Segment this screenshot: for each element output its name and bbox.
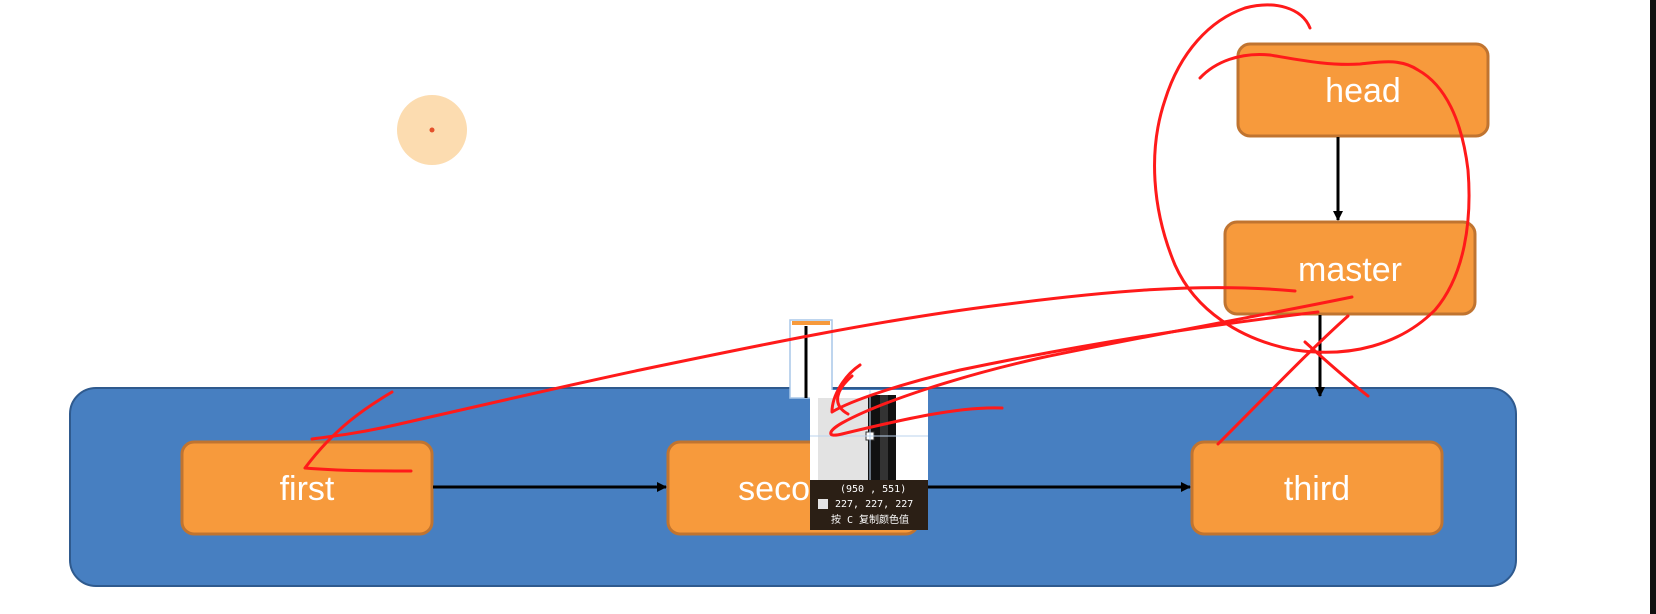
color-picker-tooltip (810, 480, 928, 530)
annotation-stroke-short (836, 374, 854, 416)
annotation-loop-inner (830, 310, 1320, 414)
first-label: first (280, 470, 335, 508)
annotation-circle-head-master (1153, 3, 1471, 354)
annotation-line-master-to-first (310, 286, 1297, 441)
annotation-arrow-to-third (1216, 314, 1350, 446)
head-label: head (1325, 72, 1401, 110)
annotation-arrowhead-first (303, 390, 413, 473)
color-swatch (818, 499, 828, 509)
annotation-strokes (303, 3, 1471, 473)
annotation-cross-mark (1303, 340, 1370, 398)
cursor-highlight (397, 95, 467, 165)
master-node: master (1223, 220, 1477, 316)
master-label: master (1298, 251, 1402, 289)
first-node: first (180, 440, 434, 536)
color-picker-coords: (950 , 551) (840, 484, 906, 495)
color-picker-magnifier: (950 , 551) 227, 227, 227 按 C 复制颜色值 (789, 319, 928, 530)
window-edge (1650, 0, 1656, 614)
color-picker-hint: 按 C 复制颜色值 (831, 513, 909, 526)
third-node: third (1190, 440, 1444, 536)
third-label: third (1284, 470, 1350, 508)
head-node: head (1236, 42, 1490, 138)
color-picker-rgb: 227, 227, 227 (835, 499, 913, 510)
